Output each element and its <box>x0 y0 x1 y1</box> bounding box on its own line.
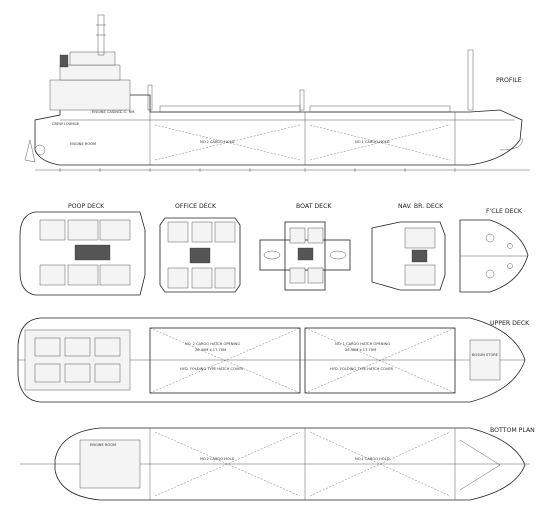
profile-hold1-label: NO.1 CARGO HOLD <box>355 140 390 144</box>
fore-mast <box>467 49 474 111</box>
profile-hull <box>34 94 523 166</box>
office-deck-plan: OFFICE DECK <box>159 203 241 293</box>
profile-engine-casing-label: ENGINE CASING <box>92 110 121 114</box>
label-fcle-deck: F'CLE DECK <box>486 208 523 215</box>
label-poop-deck: POOP DECK <box>68 203 105 210</box>
profile-view: PROFILE NO.2 CARGO HOLD NO.1 CARGO HOLD … <box>24 14 530 172</box>
bottom-engine-room-label: ENGINE ROOM <box>90 443 116 447</box>
profile-accommodation <box>49 79 131 111</box>
hatch-1 <box>304 327 456 394</box>
hatch2-dim: 26.40M x 17.70M <box>195 348 226 352</box>
label-upper-deck: UPPER DECK <box>490 320 530 327</box>
boat-deck-plan: BOAT DECK <box>259 203 351 291</box>
label-bottom-plan: BOTTOM PLAN <box>490 427 535 434</box>
label-office-deck: OFFICE DECK <box>175 203 217 210</box>
hatch2-label: NO. 2 CARGO HATCH OPENING <box>185 342 240 346</box>
bottom-hold2-label: NO.2 CARGO HOLD <box>200 457 235 461</box>
poop-deck-plan: POOP DECK <box>19 203 146 296</box>
profile-engine-room-label: ENGINE ROOM <box>70 142 96 146</box>
bottom-plan: BOTTOM PLAN NO.2 CARGO HOLD NO.1 CARGO H… <box>20 427 535 501</box>
profile-hold2-label: NO.2 CARGO HOLD <box>200 140 235 144</box>
bottom-hold1-label: NO.1 CARGO HOLD <box>355 457 390 461</box>
hatch1-cover: HYD. FOLDING TYPE HATCH COVER <box>330 367 393 371</box>
hatch1-dim: 26.40M x 17.70M <box>345 348 376 352</box>
bosun-store-label: BOSUN STORE <box>472 353 499 357</box>
fcle-deck-plan: F'CLE DECK <box>459 208 529 293</box>
label-profile: PROFILE <box>496 77 522 84</box>
nav-bridge-deck-plan: NAV. BR. DECK <box>371 203 446 291</box>
profile-crew-lounge-label: CREW LOUNGE <box>52 122 80 126</box>
upper-deck-plan: UPPER DECK NO. 2 CARGO HATCH OPENING 26.… <box>17 317 530 403</box>
profile-co-label: C.O. RM. <box>120 110 135 114</box>
label-boat-deck: BOAT DECK <box>296 203 332 210</box>
hatch-2 <box>149 327 301 394</box>
label-nav-br-deck: NAV. BR. DECK <box>398 203 444 210</box>
funnel <box>59 54 69 68</box>
hatch2-cover: HYD. FOLDING TYPE HATCH COVER <box>180 367 243 371</box>
hatch1-label: NO. 1 CARGO HATCH OPENING <box>335 342 390 346</box>
